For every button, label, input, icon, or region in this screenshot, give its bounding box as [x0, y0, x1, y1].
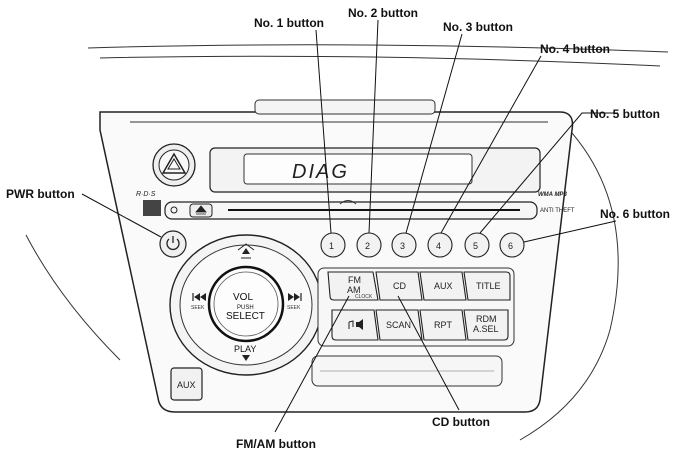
arrow-up-icon: [242, 248, 250, 254]
callout-pwr: PWR button: [6, 187, 75, 201]
preset-2-button[interactable]: 2: [356, 232, 382, 258]
power-icon: [166, 238, 180, 251]
leader-no1: [315, 29, 332, 234]
callout-no2: No. 2 button: [348, 6, 418, 20]
preset-1-button[interactable]: 1: [320, 232, 346, 258]
asel-label: A.SEL: [473, 324, 499, 334]
audio-button[interactable]: [331, 309, 379, 341]
dashboard-right-curve: [519, 119, 619, 441]
volume-select-knob[interactable]: VOL PUSH SELECT: [207, 265, 285, 343]
rds-logo: R·D·S: [136, 191, 156, 198]
play-label: PLAY: [234, 344, 256, 354]
play-button[interactable]: PLAY: [234, 344, 256, 361]
knob-vol-label: VOL: [233, 292, 253, 303]
callout-fmam: FM/AM button: [236, 437, 316, 451]
eject-icon: [195, 205, 207, 215]
preset-4-button[interactable]: 4: [427, 232, 453, 258]
dashboard-top-edge: [87, 44, 669, 53]
wma-logo: WMA MP3: [538, 192, 567, 198]
seek-left-label: SEEK: [191, 305, 205, 311]
hazard-button[interactable]: [152, 143, 196, 187]
dashboard-top-edge-2: [99, 55, 661, 67]
seek-up-button[interactable]: [237, 243, 255, 259]
eject-button[interactable]: [189, 203, 213, 218]
aux-label: AUX: [434, 281, 453, 291]
leader-no5: [479, 112, 618, 234]
hazard-triangle-icon: [161, 152, 187, 174]
disc-slot-notch: [339, 200, 357, 205]
callout-no6: No. 6 button: [600, 207, 670, 221]
display-screen: [243, 153, 473, 185]
leader-no6: [523, 220, 617, 243]
leader-no3: [405, 33, 463, 234]
skip-forward-icon: [288, 293, 300, 301]
leader-pwr: [81, 193, 162, 238]
aux-button[interactable]: AUX: [419, 271, 467, 301]
anti-theft-label: ANTI THEFT: [540, 208, 575, 214]
power-button[interactable]: [159, 230, 187, 258]
disc-logo: [143, 200, 161, 216]
clock-label: CLOCK: [355, 294, 373, 300]
top-vent-slot: [254, 99, 436, 115]
preset-5-label: 5: [473, 241, 478, 251]
callout-cd: CD button: [432, 415, 490, 429]
seek-right-label: SEEK: [287, 305, 301, 311]
leader-no4: [440, 55, 542, 234]
seek-right-button[interactable]: SEEK: [287, 293, 302, 311]
rpt-button[interactable]: RPT: [419, 309, 467, 341]
rdm-label: RDM: [476, 314, 497, 324]
scan-label: SCAN: [386, 320, 411, 330]
skip-back-icon: [194, 293, 206, 301]
preset-1-label: 1: [329, 241, 334, 251]
aux-jack-cover[interactable]: AUX: [170, 367, 203, 401]
preset-3-button[interactable]: 3: [391, 232, 417, 258]
preset-3-label: 3: [400, 241, 405, 251]
callout-no3: No. 3 button: [443, 20, 513, 34]
preset-2-label: 2: [365, 241, 370, 251]
scan-button[interactable]: SCAN: [375, 309, 423, 341]
arrow-down-icon: [242, 355, 250, 361]
callout-no4: No. 4 button: [540, 42, 610, 56]
leader-no2: [368, 19, 379, 234]
rpt-label: RPT: [434, 320, 453, 330]
title-button[interactable]: TITLE: [463, 271, 511, 301]
callout-no1: No. 1 button: [254, 16, 324, 30]
leader-fmam: [274, 295, 350, 433]
title-label: TITLE: [476, 281, 501, 291]
rdm-asel-button[interactable]: RDM A.SEL: [463, 309, 509, 341]
display-text: DIAG: [292, 161, 349, 183]
callout-no5: No. 5 button: [590, 107, 660, 121]
preset-4-label: 4: [436, 241, 441, 251]
fm-label: FM: [348, 275, 361, 285]
slot-indicator: [170, 206, 178, 214]
preset-6-label: 6: [508, 241, 513, 251]
preset-5-button[interactable]: 5: [464, 232, 490, 258]
am-label: AM: [347, 285, 361, 295]
aux-jack-label: AUX: [177, 380, 196, 390]
knob-push-label: PUSH: [237, 305, 254, 311]
fm-am-button[interactable]: FM AM CLOCK: [327, 271, 379, 301]
seek-left-button[interactable]: SEEK: [191, 293, 206, 311]
note-speaker-icon: [348, 320, 354, 329]
preset-6-button[interactable]: 6: [499, 232, 525, 258]
cd-label: CD: [393, 281, 406, 291]
dashboard-left-curve: [25, 234, 121, 361]
knob-select-label: SELECT: [226, 311, 265, 322]
cd-button[interactable]: CD: [375, 271, 423, 301]
leader-cd: [397, 295, 460, 411]
